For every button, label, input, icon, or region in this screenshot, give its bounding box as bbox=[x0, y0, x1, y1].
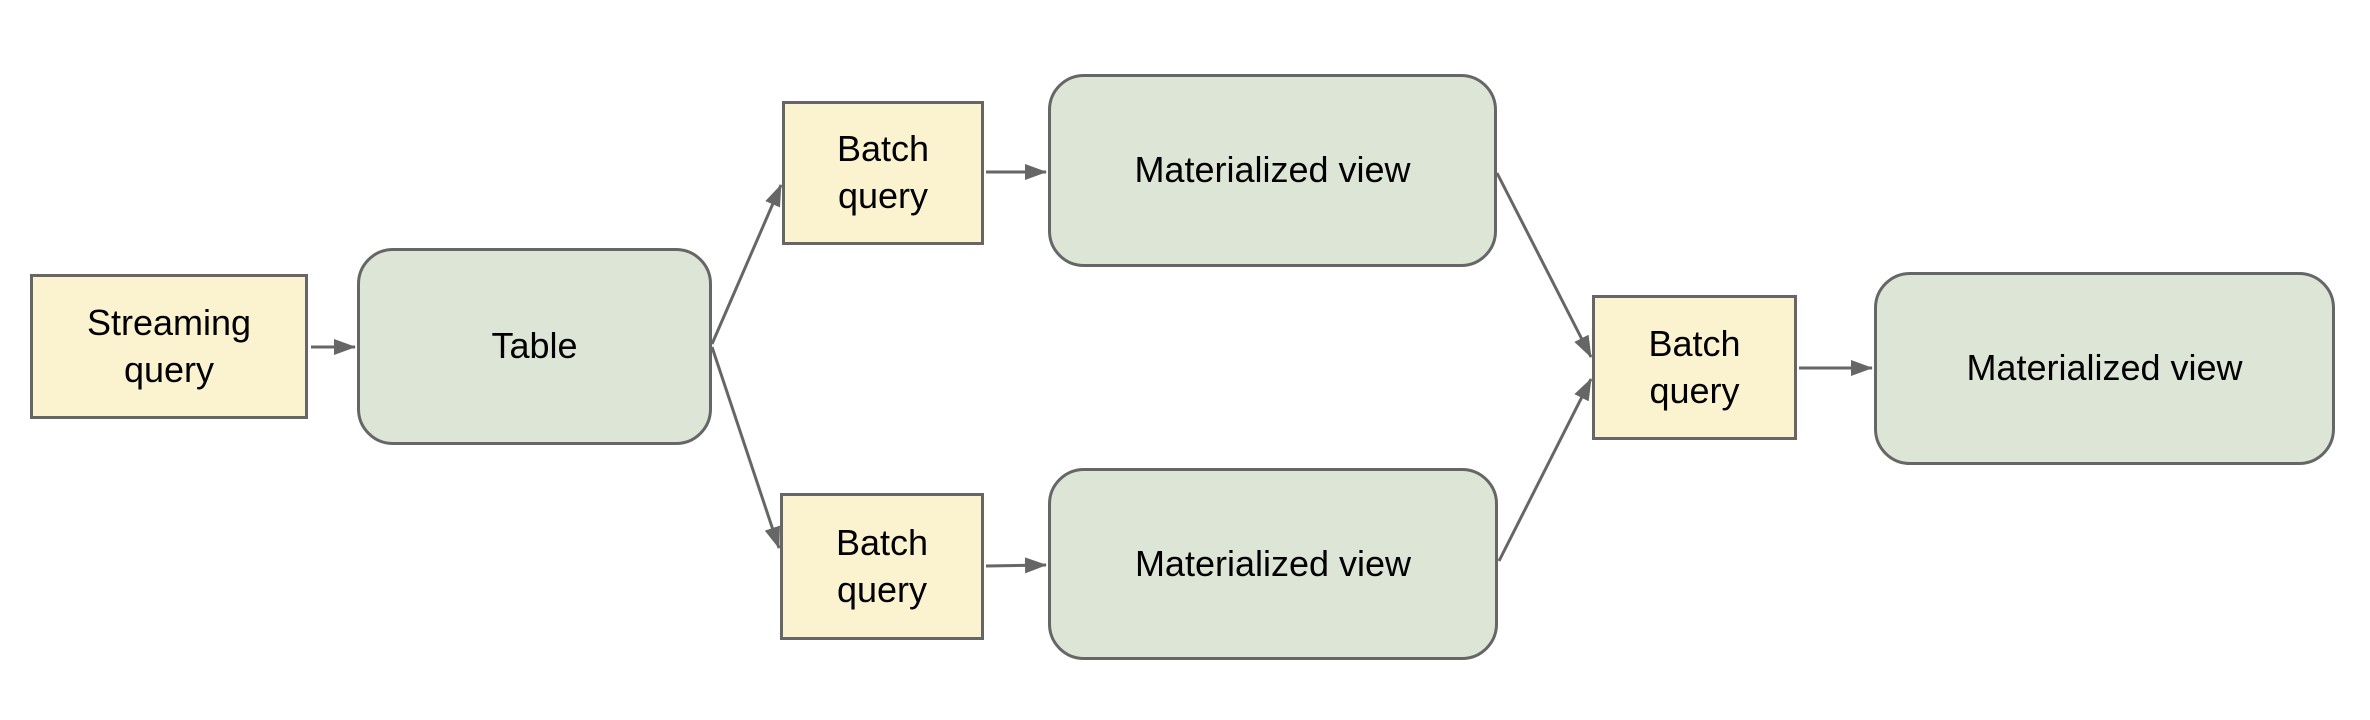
node-batch-query-top-label: Batch query bbox=[836, 128, 930, 216]
node-materialized-view-right-label: Materialized view bbox=[1966, 347, 2243, 389]
node-table-label: Table bbox=[491, 325, 578, 367]
edge-materialized-view-bottom-to-batch-query-right bbox=[1497, 378, 1593, 562]
node-batch-query-right-label: Batch query bbox=[1648, 322, 1741, 411]
node-materialized-view-top: Materialized view bbox=[1048, 74, 1497, 267]
edge-batch-query-bottom-to-materialized-view-bottom bbox=[985, 557, 1047, 574]
node-materialized-view-right: Materialized view bbox=[1874, 272, 2335, 465]
node-streaming-query: Streaming query bbox=[30, 274, 308, 419]
edge-table-to-batch-query-bottom bbox=[710, 346, 781, 549]
node-materialized-view-top-label: Materialized view bbox=[1134, 149, 1411, 191]
node-streaming-query-label: Streaming query bbox=[86, 301, 252, 390]
node-batch-query-bottom-label: Batch query bbox=[835, 521, 929, 610]
node-batch-query-top: Batch query bbox=[782, 101, 984, 245]
node-batch-query-bottom: Batch query bbox=[780, 493, 984, 640]
node-materialized-view-bottom: Materialized view bbox=[1048, 468, 1498, 660]
edge-table-to-batch-query-top bbox=[710, 184, 783, 345]
node-table: Table bbox=[357, 248, 712, 445]
edge-materialized-view-top-to-batch-query-right bbox=[1495, 172, 1593, 358]
node-batch-query-right: Batch query bbox=[1592, 295, 1797, 440]
node-materialized-view-bottom-label: Materialized view bbox=[1134, 542, 1412, 584]
